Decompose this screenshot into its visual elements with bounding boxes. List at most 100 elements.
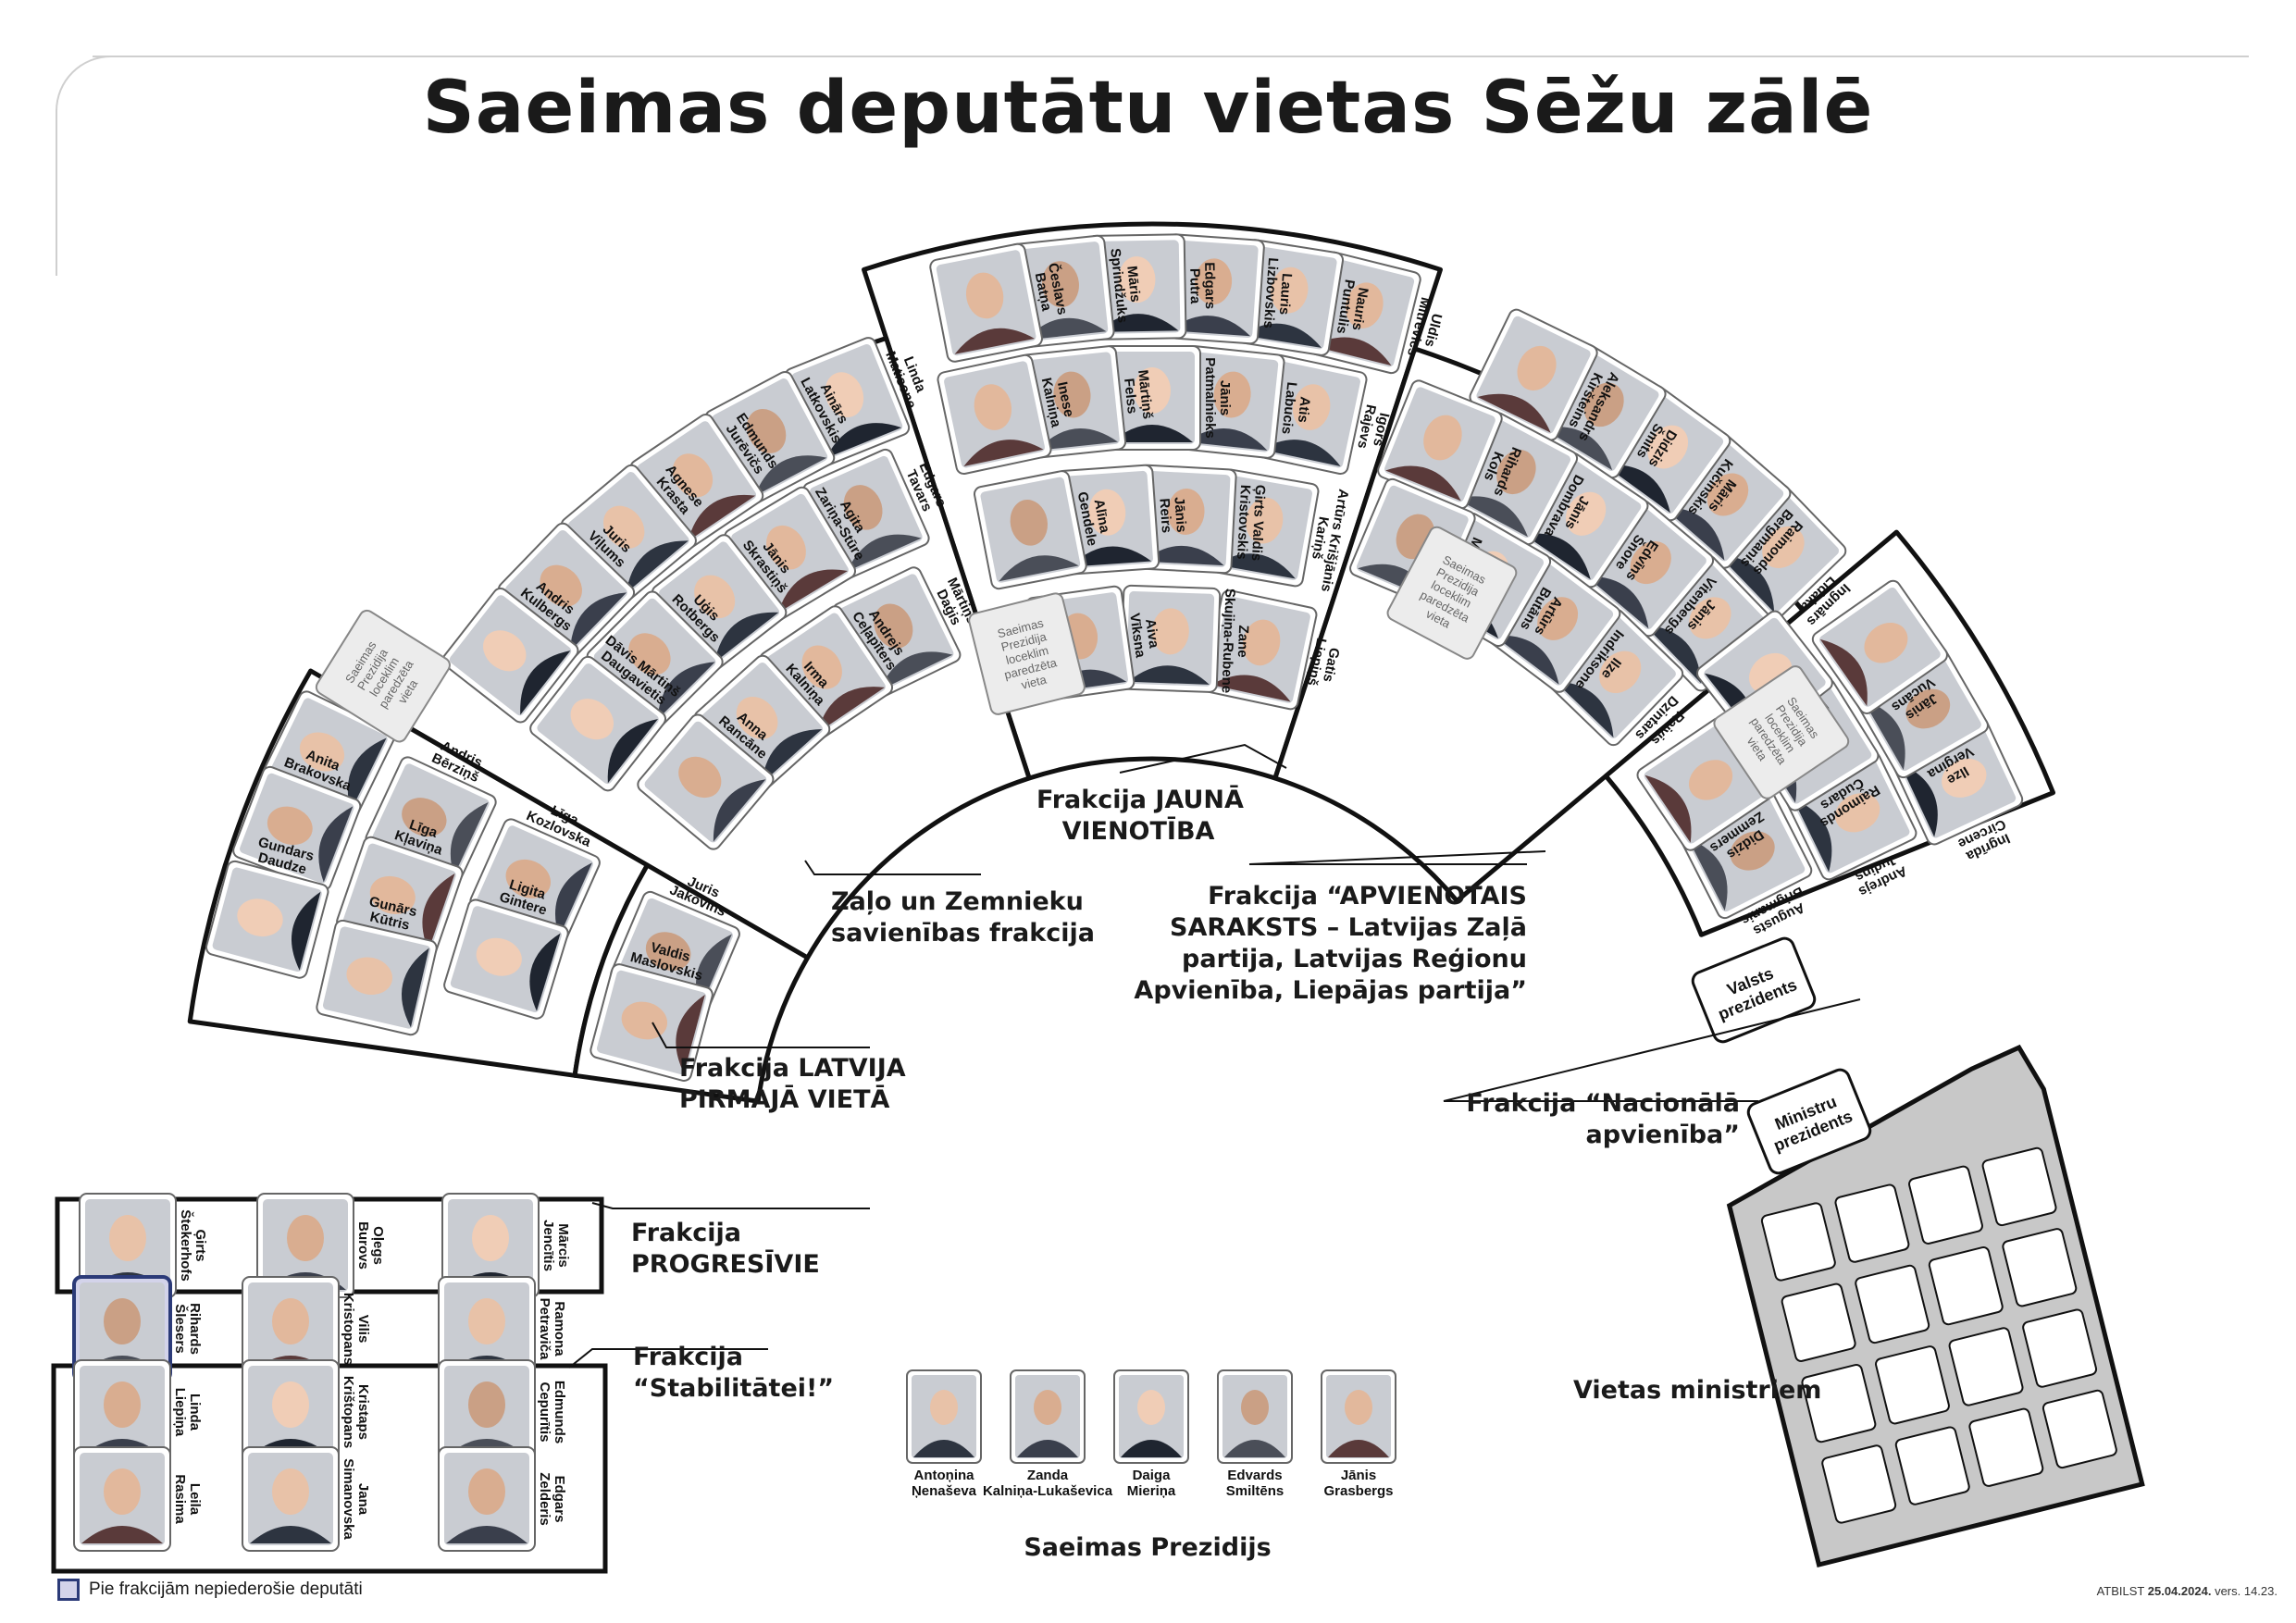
minister-seat [1781, 1282, 1856, 1362]
deputy-first-name: Leila [187, 1483, 203, 1516]
portrait-torso [688, 494, 756, 541]
portrait-torso [1185, 428, 1268, 451]
deputy-last-name: Kristovskis [1234, 484, 1253, 560]
deputy-first-name: Mārcis [555, 1223, 571, 1268]
deputy-seat: AleksandrsKiršteins [1469, 308, 1622, 444]
portrait-torso [1210, 675, 1291, 702]
deputy-name: JānisPatmalnieks [1202, 357, 1233, 439]
deputy-last-name: Labucis [1278, 381, 1299, 435]
reserved-frame [1713, 665, 1850, 799]
portrait-torso [1215, 553, 1296, 579]
portrait-head [1167, 488, 1205, 535]
minister-seat [1894, 1426, 1970, 1505]
portrait-head [1242, 619, 1281, 666]
ministers-block [1726, 1044, 2145, 1568]
deputy-last-name: Cepurītis [537, 1381, 552, 1442]
portrait-torso [1899, 762, 1938, 837]
portrait-torso [401, 948, 429, 1028]
deputy-seat: LeilaRasima [73, 1446, 203, 1552]
portrait-torso [292, 891, 321, 971]
portrait-torso [1111, 425, 1193, 442]
deputy-last-name: Zelderis [537, 1472, 552, 1526]
deputy-last-name: Krištopans [341, 1376, 356, 1448]
portrait-head [104, 1298, 141, 1344]
deputy-name: EdgarsPutra [1186, 262, 1218, 309]
reserved-seat: SaeimasPrezidijaloceklimparedzētavieta [968, 592, 1086, 715]
portrait-head [104, 1468, 141, 1515]
portrait-head [1246, 497, 1284, 544]
portrait-torso [1585, 576, 1649, 629]
portrait-head [678, 756, 722, 799]
portrait-torso [1036, 428, 1119, 451]
portrait-head [1647, 425, 1689, 469]
deputy-last-name: Rasima [172, 1474, 188, 1524]
deputy-seat: RihardsKols [1377, 379, 1524, 510]
deputy-seat: RihardsŠlesers [72, 1275, 203, 1382]
portrait-head [974, 384, 1012, 430]
portrait-head [1565, 491, 1607, 536]
portrait-head [1241, 1390, 1269, 1425]
portrait-head [801, 645, 842, 689]
portrait-torso [1241, 323, 1322, 348]
portrait-head [1762, 526, 1805, 569]
deputy-seat: Dāvis MārtiņšDaugavietis [529, 633, 683, 792]
portrait-head [299, 732, 345, 772]
portrait-head [1151, 608, 1189, 655]
portrait-torso [1127, 665, 1210, 685]
page-title: Saeimas deputātu vietas Sēžu zālē [422, 67, 1874, 150]
deputy-first-name: Alīna [1091, 498, 1113, 535]
portrait-torso [825, 423, 902, 459]
portrait-head [1271, 266, 1309, 314]
portrait-head [267, 806, 313, 846]
portrait-head [930, 1390, 958, 1425]
deputy-first-name: Vilis [355, 1315, 371, 1344]
portrait-head [1689, 597, 1731, 639]
portrait-torso [1070, 546, 1152, 567]
portrait-torso [847, 534, 922, 572]
deputy-last-name: Vīksna [1126, 613, 1148, 660]
deputy-seat: GatisLiepiņš [1202, 589, 1342, 711]
deputy-last-name: Štekerhofs [178, 1209, 194, 1282]
deputy-last-name: Patmalnieks [1202, 357, 1218, 439]
portrait-head [1537, 597, 1579, 640]
minister-seat [1834, 1183, 1910, 1263]
reserved-seat: SaeimasPrezidijaloceklimparedzētavieta [1713, 665, 1850, 799]
deputy-seat: AlīnaGendele [973, 470, 1113, 590]
portrait-torso [1312, 337, 1392, 366]
portrait-torso [520, 650, 571, 715]
deputy-last-name: Simanovska [341, 1458, 356, 1540]
portrait-head [672, 453, 714, 498]
label-ministers: Vietas ministriem [1573, 1376, 1822, 1405]
portrait-torso [1169, 316, 1251, 337]
portrait-head [104, 1381, 141, 1428]
portrait-torso [676, 994, 705, 1073]
deputy-name: EdgarsZelderis [537, 1472, 567, 1526]
presidium-last-name: Grasbergs [1323, 1483, 1393, 1499]
portrait-head [1213, 371, 1251, 418]
leader-line [1119, 743, 1287, 774]
portrait-torso [1494, 635, 1559, 685]
portrait-torso [777, 569, 849, 613]
deputy-seat: AtisLabucis [1177, 345, 1313, 459]
deputy-name: VilisKristopans [341, 1293, 371, 1365]
frame-line-left [56, 109, 57, 276]
minister-seat [1928, 1245, 2004, 1326]
portrait-head [1835, 793, 1880, 833]
deputy-first-name: Edgars [1201, 262, 1218, 309]
portrait-torso [1260, 440, 1341, 467]
minister-seat [1968, 1407, 2044, 1487]
legend-swatch [57, 1579, 80, 1601]
portrait-torso [607, 718, 659, 784]
deputy-name: RihardsŠlesers [172, 1303, 203, 1355]
portrait-head [1517, 345, 1557, 391]
deputy-name: LindaLiepiņa [172, 1388, 203, 1437]
portrait-head [1034, 1390, 1061, 1425]
portrait-head [746, 408, 787, 453]
presidium-first-name: Edvards [1227, 1468, 1282, 1483]
portrait-torso [954, 328, 1035, 354]
deputy-seat: KristapsKrištopans [242, 1359, 371, 1465]
deputy-name: OļegsBurovs [355, 1221, 386, 1270]
